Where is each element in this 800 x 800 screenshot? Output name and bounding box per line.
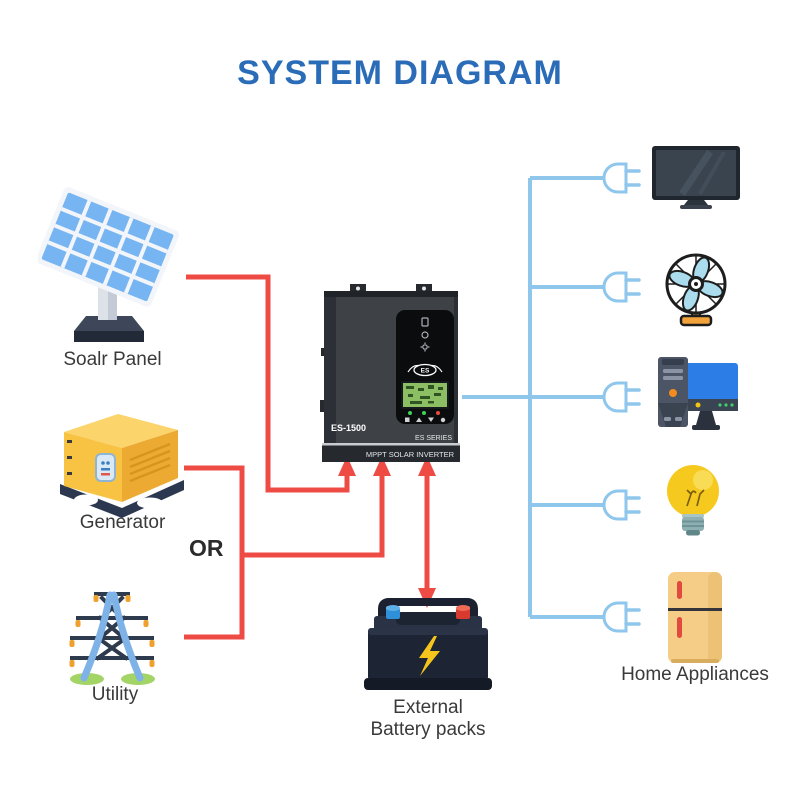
refrigerator-icon [668,572,722,663]
solar-input-arrowhead [338,456,356,476]
inverter-led-row [408,411,440,415]
power-plug-icon [601,381,641,413]
battery-label: External Battery packs [338,697,518,741]
computer-icon [658,357,738,430]
battery-terminal-negative [386,605,400,619]
inverter-mount-tabs [350,284,432,293]
home-appliances-label: Home Appliances [621,664,769,685]
generator-label: Generator [79,512,166,533]
ac-input-arrowhead [373,456,391,476]
solar-panel-icon [38,187,179,342]
inverter-lcd [401,381,449,409]
lightning-bolt-icon [419,636,440,676]
battery-link-arrowhead-up [418,456,436,476]
inverter-indicator-icons [420,317,430,352]
inverter-device: ES ES-1500 ES SERIES MPPT SO [320,284,460,462]
inverter-model-text: ES-1500 [331,423,366,433]
power-plug-icon [601,162,641,194]
appliance-output-lines [462,176,604,619]
utility-label: Utility [91,684,139,705]
fan-icon [665,253,727,327]
inverter-logo: ES [407,363,443,377]
generator-icon [60,414,184,518]
battery-icon [364,598,492,690]
inverter-buttons [405,417,446,423]
computer-tower [658,357,688,427]
power-plug-icon [601,601,641,633]
utility-tower-icon [69,591,155,685]
tv-icon [652,146,740,209]
generator-utility-input-line [184,465,385,640]
battery-terminal-positive [456,605,470,619]
page-title: SYSTEM DIAGRAM [237,54,563,92]
or-label: OR [189,535,224,561]
solar-input-line [186,274,350,493]
inverter-series-text: ES SERIES [415,435,452,442]
solar-panel-label: Soalr Panel [63,349,162,370]
battery-label-line2: Battery packs [370,719,486,740]
inverter-band-text: MPPT SOLAR INVERTER [366,450,455,459]
battery-label-line1: External [393,697,463,718]
svg-text:ES: ES [421,368,430,375]
power-plug-icon [601,489,641,521]
light-bulb-icon [667,465,719,536]
power-plug-icon [601,271,641,303]
